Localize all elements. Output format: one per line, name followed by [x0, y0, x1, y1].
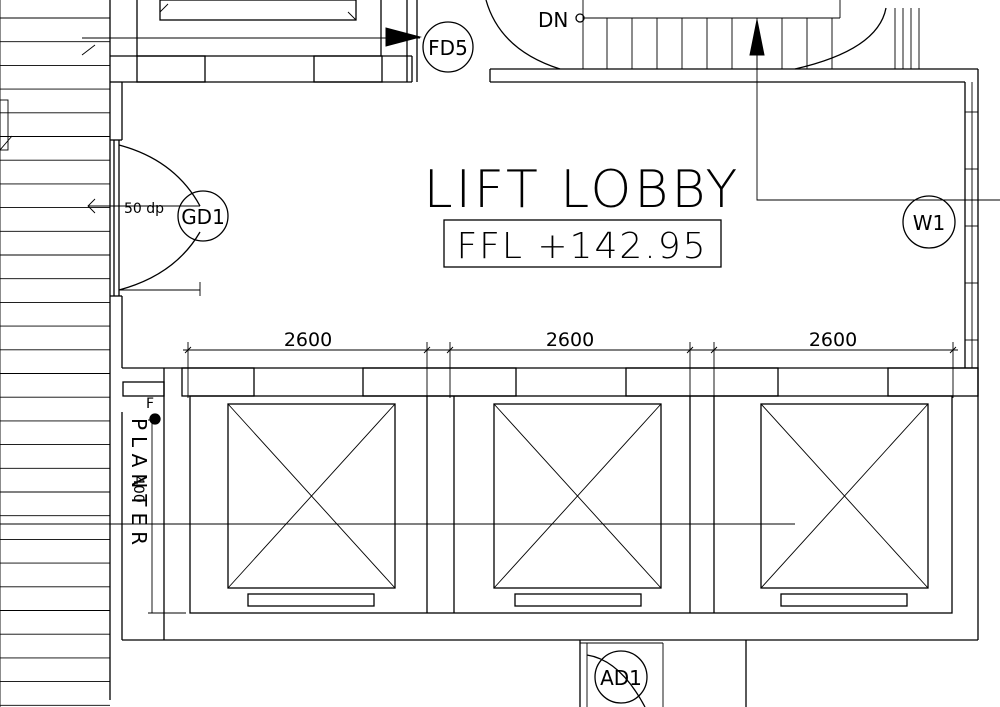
- planter: F PLANTER 400: [127, 396, 186, 614]
- left-stair: [0, 17, 110, 706]
- lift-shafts: [122, 367, 979, 614]
- stair-break-line: [0, 135, 13, 151]
- fl-mark-label: F: [146, 396, 154, 412]
- w1-tag-label: W1: [913, 211, 946, 235]
- fire-door-fd5: FD5: [81, 0, 561, 73]
- lift-car-3: [760, 403, 929, 607]
- access-door-ad1: AD1: [579, 640, 747, 707]
- stair-dn-label: DN: [538, 8, 568, 32]
- ffl-box: [443, 219, 722, 268]
- fd5-tag-label: FD5: [428, 36, 468, 60]
- dimension-label-1: 2600: [284, 329, 332, 351]
- drain-pipe-label: 50 dp: [124, 201, 164, 217]
- glass-door-gd1: 50 dp GD1: [87, 140, 229, 296]
- stair-landing-mark: [0, 99, 9, 151]
- stair-top: DN: [538, 0, 920, 70]
- ad1-tag-circle: [594, 650, 648, 704]
- lift-car-2: [493, 403, 662, 607]
- planter-dim-label: 400: [130, 476, 146, 503]
- window-w1: W1: [749, 19, 1000, 368]
- dimension-label-3: 2600: [809, 329, 857, 351]
- room-title: LIFT LOBBY: [424, 160, 741, 220]
- planter-label: PLANTER: [127, 418, 151, 551]
- w1-tag-circle: [902, 195, 956, 249]
- dimension-label-2: 2600: [546, 329, 594, 351]
- dimension-lines: [183, 342, 958, 398]
- fl-marker-icon: [149, 413, 161, 425]
- ad1-tag-label: AD1: [600, 666, 642, 690]
- fd5-tag-circle: [422, 21, 474, 73]
- upper-room: [136, 0, 418, 83]
- gd1-tag-circle: [177, 190, 229, 242]
- lift-car-1: [227, 403, 396, 607]
- ffl-level: FFL +142.95: [456, 226, 707, 267]
- gd1-tag-label: GD1: [181, 205, 225, 229]
